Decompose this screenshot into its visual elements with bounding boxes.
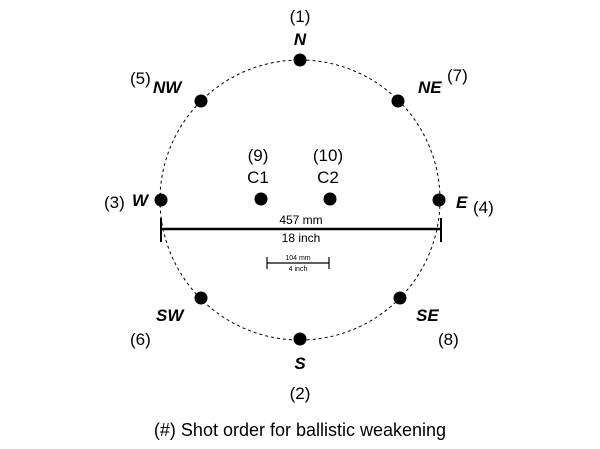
large-dimension-mm: 457 mm [279, 213, 322, 227]
shot-point-n [293, 53, 307, 67]
label-w: W [132, 191, 150, 210]
shot-point-se [393, 291, 407, 305]
label-se: SE [416, 306, 439, 325]
small-dimension-mm: 104 mm [285, 255, 310, 262]
order-nw: (5) [130, 69, 151, 88]
label-s: S [294, 354, 306, 373]
label-n: N [294, 30, 307, 49]
shot-point-s [293, 332, 307, 346]
label-c2: C2 [317, 168, 339, 187]
order-c2: (10) [313, 146, 343, 165]
shot-point-e [432, 193, 446, 207]
order-w: (3) [104, 193, 125, 212]
label-sw: SW [156, 306, 185, 325]
large-dimension-inch: 18 inch [282, 231, 321, 245]
shot-point-c2 [323, 192, 337, 206]
order-ne: (7) [447, 66, 468, 85]
order-n: (1) [290, 7, 311, 26]
label-ne: NE [418, 78, 442, 97]
shot-point-w [154, 193, 168, 207]
label-c1: C1 [247, 168, 269, 187]
order-s: (2) [290, 384, 311, 403]
shot-point-nw [194, 94, 208, 108]
label-nw: NW [153, 78, 183, 97]
caption: (#) Shot order for ballistic weakening [154, 420, 446, 440]
order-se: (8) [438, 330, 459, 349]
shot-point-ne [391, 94, 405, 108]
label-e: E [456, 193, 468, 212]
shot-point-c1 [254, 192, 268, 206]
small-dimension-inch: 4 inch [289, 266, 308, 273]
order-sw: (6) [130, 330, 151, 349]
order-c1: (9) [248, 146, 269, 165]
order-e: (4) [473, 198, 494, 217]
shot-point-sw [194, 291, 208, 305]
